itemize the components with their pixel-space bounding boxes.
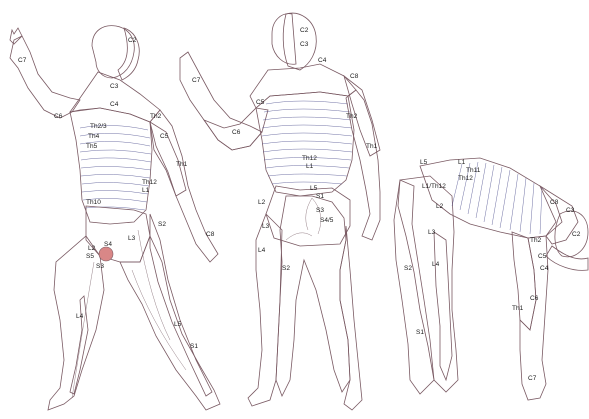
label-back-s1: S1 bbox=[316, 193, 324, 200]
back-shoulders bbox=[250, 64, 356, 108]
label-bent-th12: Th12 bbox=[458, 175, 473, 182]
label-front-c6: C6 bbox=[54, 113, 63, 120]
label-back-c7: C7 bbox=[192, 77, 201, 84]
label-bent-c6: C6 bbox=[530, 295, 539, 302]
label-back-c5: C5 bbox=[256, 99, 265, 106]
label-front-th10: Th10 bbox=[86, 199, 101, 206]
label-front-th2-3: Th2/3 bbox=[90, 123, 107, 130]
label-front-th12: Th12 bbox=[142, 179, 157, 186]
label-back-th2: Th2 bbox=[346, 113, 358, 120]
front-genital-sacral bbox=[99, 247, 113, 261]
back-face bbox=[272, 14, 296, 65]
front-right-leg bbox=[120, 236, 220, 410]
front-pelvis bbox=[86, 206, 150, 262]
label-front-c7: C7 bbox=[18, 57, 27, 64]
label-front-c5: C5 bbox=[160, 133, 169, 140]
label-front-l3: L3 bbox=[128, 235, 136, 242]
label-bent-l1-th12: L1/Th12 bbox=[422, 183, 446, 190]
label-back-s2: S2 bbox=[282, 265, 290, 272]
label-bent-th2: Th2 bbox=[530, 237, 542, 244]
label-back-c2: C2 bbox=[300, 27, 309, 34]
label-back-l2: L2 bbox=[258, 199, 266, 206]
label-bent-s1: S1 bbox=[416, 329, 424, 336]
bent-arm-thoracic bbox=[512, 232, 536, 330]
label-front-s1: S1 bbox=[190, 343, 198, 350]
back-left-arm bbox=[180, 52, 262, 150]
label-front-c8: C8 bbox=[206, 231, 215, 238]
label-bent-c4: C4 bbox=[540, 265, 549, 272]
label-bent-c3: C3 bbox=[566, 207, 575, 214]
label-front-s3: S3 bbox=[96, 263, 104, 270]
label-bent-l4: L4 bbox=[432, 261, 440, 268]
bent-legs-lumbar bbox=[398, 176, 458, 392]
label-back-l3: L3 bbox=[262, 223, 270, 230]
label-back-l4: L4 bbox=[258, 247, 266, 254]
label-back-l5: L5 bbox=[310, 185, 318, 192]
bent-legs-sacral-inner bbox=[434, 232, 452, 380]
label-bent-c8: C8 bbox=[550, 199, 559, 206]
label-front-c4: C4 bbox=[110, 101, 119, 108]
label-back-s3: S3 bbox=[316, 207, 324, 214]
label-front-l2: L2 bbox=[88, 245, 96, 252]
label-front-th5: Th5 bbox=[86, 143, 98, 150]
label-bent-l3: L3 bbox=[428, 229, 436, 236]
label-back-th12: Th12 bbox=[302, 155, 317, 162]
front-neck-shoulders bbox=[70, 72, 160, 122]
label-front-l1: L1 bbox=[142, 187, 150, 194]
label-front-th1: Th1 bbox=[176, 161, 188, 168]
label-front-th4: Th4 bbox=[88, 133, 100, 140]
label-back-c3: C3 bbox=[300, 41, 309, 48]
label-bent-th11: Th11 bbox=[466, 167, 481, 174]
label-bent-l5: L5 bbox=[420, 159, 428, 166]
label-back-c4: C4 bbox=[318, 57, 327, 64]
back-left-leg bbox=[248, 214, 282, 406]
label-bent-c7: C7 bbox=[528, 375, 537, 382]
label-front-l5: L5 bbox=[174, 321, 182, 328]
label-front-s2: S2 bbox=[158, 221, 166, 228]
label-bent-s2: S2 bbox=[404, 265, 412, 272]
bent-back bbox=[420, 158, 562, 238]
back-torso bbox=[256, 92, 354, 196]
front-view-labels: C2 C3 C4 C5 C6 C7 C8 Th1 Th2 Th2/3 Th4 T… bbox=[18, 37, 215, 350]
back-buttocks-sacral bbox=[276, 196, 350, 396]
label-back-s4-5: S4/5 bbox=[320, 217, 334, 224]
front-left-arm bbox=[10, 36, 80, 118]
label-front-s5: S5 bbox=[86, 253, 94, 260]
front-left-hand bbox=[10, 28, 22, 44]
front-face bbox=[92, 26, 134, 78]
label-bent-l1: L1 bbox=[458, 159, 466, 166]
label-front-c3: C3 bbox=[110, 83, 119, 90]
label-back-th1: Th1 bbox=[366, 143, 378, 150]
back-right-leg bbox=[340, 226, 362, 410]
bent-view-figure bbox=[394, 158, 588, 400]
front-head-back bbox=[118, 28, 139, 80]
label-front-c2: C2 bbox=[128, 37, 137, 44]
label-bent-c5: C5 bbox=[538, 253, 547, 260]
back-buttock-lines bbox=[286, 198, 321, 240]
back-torso-stripes bbox=[262, 101, 352, 184]
front-right-leg-sacral bbox=[150, 214, 212, 396]
label-front-s4: S4 bbox=[104, 241, 112, 248]
label-bent-c2: C2 bbox=[572, 231, 581, 238]
label-bent-l2: L2 bbox=[436, 203, 444, 210]
label-back-c6: C6 bbox=[232, 129, 241, 136]
label-back-l1: L1 bbox=[306, 163, 314, 170]
label-front-l4: L4 bbox=[76, 313, 84, 320]
label-bent-th1: Th1 bbox=[512, 305, 524, 312]
label-back-c8: C8 bbox=[350, 73, 359, 80]
label-front-th2: Th2 bbox=[150, 113, 162, 120]
